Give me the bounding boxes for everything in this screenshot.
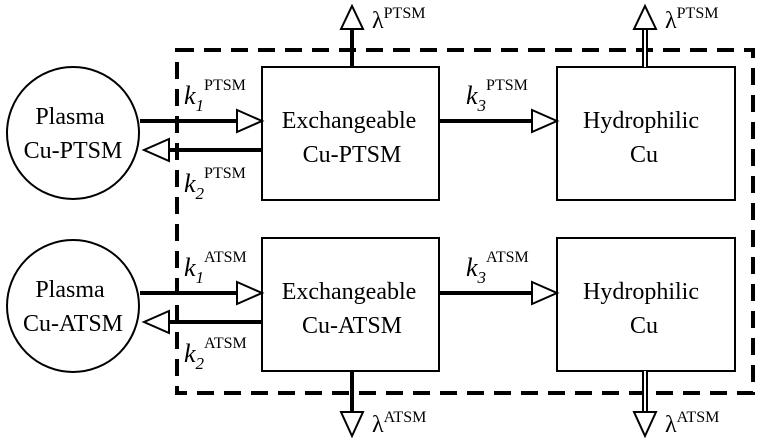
k1-atsm-arrow (140, 280, 265, 306)
k3-atsm-label: k3ATSM (466, 249, 529, 287)
k2-ptsm-label: k2PTSM (184, 165, 246, 203)
k2-ptsm-arrow (141, 137, 262, 163)
exchangeable-cu-ptsm-node (261, 66, 440, 201)
plasma-cu-atsm-node (6, 239, 140, 373)
hydrophilic-cu-bottom-node (556, 237, 736, 372)
exchangeable-cu-ptsm-label: Exchangeable Cu-PTSM (282, 108, 423, 168)
k3-ptsm-label: k3PTSM (466, 77, 528, 115)
lambda-ptsm-left-arrow (339, 3, 365, 67)
lambda-ptsm-right-label: λPTSM (665, 5, 718, 34)
k2-atsm-label: k2ATSM (184, 335, 247, 373)
lambda-ptsm-right-arrow (632, 3, 658, 67)
k3-ptsm-arrow (439, 108, 560, 134)
k1-ptsm-label: k1PTSM (184, 77, 246, 115)
k1-ptsm-arrow (140, 108, 265, 134)
lambda-atsm-right-label: λATSM (665, 409, 719, 438)
plasma-cu-ptsm-node (6, 66, 140, 200)
hydrophilic-cu-bottom-label: Hydrophilic Cu (583, 279, 705, 339)
hydrophilic-cu-top-label: Hydrophilic Cu (583, 108, 705, 168)
lambda-atsm-right-arrow (632, 371, 658, 439)
exchangeable-cu-atsm-label: Exchangeable Cu-ATSM (282, 279, 423, 339)
exchangeable-cu-atsm-node (261, 237, 440, 372)
lambda-ptsm-left-label: λPTSM (372, 5, 425, 34)
hydrophilic-cu-top-node (556, 66, 736, 201)
lambda-atsm-left-arrow (339, 371, 365, 439)
k3-atsm-arrow (439, 280, 560, 306)
k2-atsm-arrow (141, 309, 262, 335)
lambda-atsm-left-label: λATSM (372, 409, 426, 438)
plasma-cu-atsm-label: Plasma Cu-ATSM (23, 277, 123, 337)
k1-atsm-label: k1ATSM (184, 249, 247, 287)
plasma-cu-ptsm-label: Plasma Cu-PTSM (24, 104, 123, 164)
